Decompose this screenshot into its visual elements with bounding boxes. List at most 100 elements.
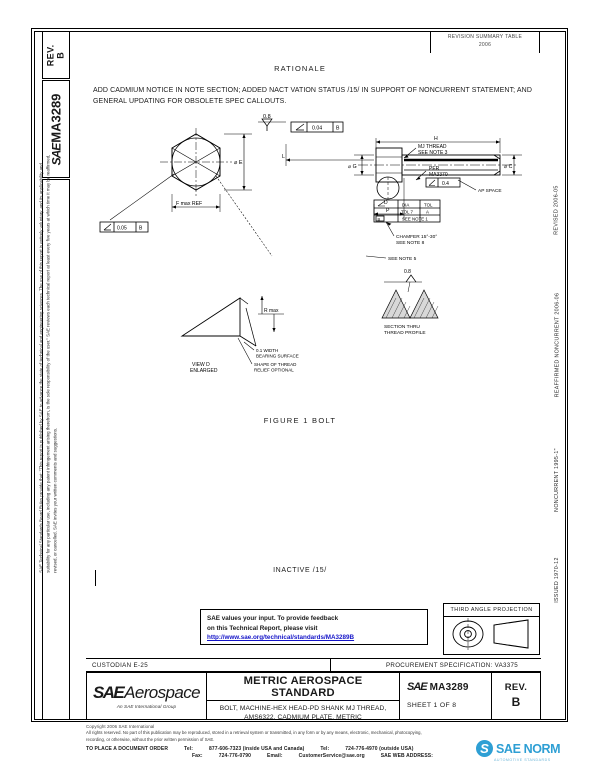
svg-text:ENLARGED: ENLARGED xyxy=(190,368,218,374)
revision-value: B xyxy=(511,695,521,709)
revision-history-label: ISSUED 1970-12 xyxy=(554,557,561,603)
svg-text:D: D xyxy=(384,200,388,206)
tel-usa-label: Tel: xyxy=(184,745,193,752)
web-label: SAE WEB ADDRESS: xyxy=(380,752,433,759)
standard-type: METRIC AEROSPACE STANDARD xyxy=(207,675,399,701)
svg-text:SEE NOTE 8: SEE NOTE 8 xyxy=(396,240,425,246)
feedback-box: SAE values your input. To provide feedba… xyxy=(200,609,428,645)
feedback-link[interactable]: http://www.sae.org/technical/standards/M… xyxy=(207,634,355,642)
procurement-spec: PROCUREMENT SPECIFICATION: VA3375 xyxy=(386,662,518,669)
svg-text:SEE NOTE 1: SEE NOTE 1 xyxy=(402,217,428,222)
change-bar xyxy=(95,570,97,586)
svg-text:0.1 WIDTH: 0.1 WIDTH xyxy=(256,348,278,353)
svg-text:SECTION THRU: SECTION THRU xyxy=(384,324,420,330)
feedback-line1: SAE values your input. To provide feedba… xyxy=(207,615,339,622)
sheet-number: SHEET 1 OF 8 xyxy=(407,702,457,709)
svg-text:L: L xyxy=(282,154,285,160)
rationale-heading: RATIONALE xyxy=(274,64,326,73)
bolt-engineering-drawing: 0.8 0.04 B xyxy=(86,108,526,428)
tel-usa-value: 877-606-7323 (inside USA and Canada) xyxy=(208,745,305,752)
spine-revision-box: REV.B xyxy=(42,31,70,79)
document-title-line1: BOLT, MACHINE-HEX HEAD-PD SHANK MJ THREA… xyxy=(219,704,387,712)
revision-history-item: ISSUED 1970-12 xyxy=(548,540,566,620)
revision-history-label: REVISED 2006-05 xyxy=(554,185,561,235)
svg-text:0.05: 0.05 xyxy=(117,226,127,232)
rights-line-2: recording, or otherwise, without the pri… xyxy=(86,737,215,743)
svg-text:0.04: 0.04 xyxy=(312,126,322,132)
inactive-status: INACTIVE /15/ xyxy=(273,567,327,574)
svg-text:B: B xyxy=(139,226,143,232)
email-value: CustomerService@sae.org xyxy=(298,752,365,759)
spine-revision-text: REV.B xyxy=(45,44,66,66)
custodian-strip: CUSTODIAN E-25 PROCUREMENT SPECIFICATION… xyxy=(86,658,541,672)
aerospace-logo-text: Aerospace xyxy=(124,682,201,702)
document-number: MA3289 xyxy=(429,682,469,693)
svg-text:0.8: 0.8 xyxy=(263,114,271,120)
svg-text:SEE NOTE 3: SEE NOTE 3 xyxy=(418,150,448,156)
document-title-line2: AMS6322, CADMIUM PLATE, METRIC xyxy=(244,714,362,722)
revision-history-label: REAFFIRMED NONCURRENT 2006-06 xyxy=(554,292,561,398)
title-block-logo: SAE Aerospace An SAE International Group xyxy=(87,673,207,719)
email-label: Email: xyxy=(267,752,283,759)
copyright-line: Copyright 2006 SAE International xyxy=(86,724,155,729)
sae-logo-text: SAE xyxy=(92,682,125,702)
watermark-subtitle: AUTOMOTIVE STANDARDS xyxy=(494,758,551,762)
custodian-label: CUSTODIAN E-25 xyxy=(92,662,149,669)
svg-text:TOL 7: TOL 7 xyxy=(401,210,414,215)
svg-text:0.4: 0.4 xyxy=(442,181,449,187)
svg-text:SEE NOTE 5: SEE NOTE 5 xyxy=(388,256,417,262)
svg-text:R max: R max xyxy=(264,308,279,314)
rights-line-1: All rights reserved. No part of this pub… xyxy=(86,730,422,735)
svg-text:PER: PER xyxy=(429,166,440,172)
third-angle-projection-box: THIRD ANGLE PROJECTION xyxy=(443,603,540,655)
svg-text:THREAD PROFILE: THREAD PROFILE xyxy=(384,330,426,336)
svg-text:A: A xyxy=(426,210,429,215)
svg-text:AP SPACE: AP SPACE xyxy=(478,188,502,194)
spine-document-number: MA3289 xyxy=(48,93,64,143)
svg-text:⌀ C: ⌀ C xyxy=(504,164,513,170)
revision-history-label: NONCURRENT 1995-1" xyxy=(554,448,560,512)
svg-text:MA3370: MA3370 xyxy=(429,172,448,178)
order-label: TO PLACE A DOCUMENT ORDER xyxy=(86,745,169,752)
revision-history-item: NONCURRENT 1995-1" xyxy=(548,420,566,540)
svg-text:B: B xyxy=(378,217,381,222)
svg-text:SHAPE OF THREAD: SHAPE OF THREAD xyxy=(254,362,297,367)
title-block-title: METRIC AEROSPACE STANDARD BOLT, MACHINE-… xyxy=(207,673,400,721)
feedback-line2: on this Technical Report, please visit xyxy=(207,624,318,632)
copyright-footer: Copyright 2006 SAE International All rig… xyxy=(86,724,556,759)
page-border-outer xyxy=(31,28,568,722)
svg-text:B: B xyxy=(336,126,340,132)
title-block: SAE Aerospace An SAE International Group… xyxy=(86,672,541,721)
title-block-document-number: SAE MA3289 SHEET 1 OF 8 xyxy=(400,673,492,719)
svg-text:0.8: 0.8 xyxy=(404,269,411,275)
spine-lower-box xyxy=(42,179,70,720)
fax-label: Fax: xyxy=(192,752,203,759)
logo-tagline: An SAE International Group xyxy=(116,704,177,710)
svg-text:P: P xyxy=(386,208,390,214)
sae-norm-watermark: S SAE NORM xyxy=(476,740,561,757)
svg-text:CHAMFER 15°-30°: CHAMFER 15°-30° xyxy=(396,234,437,240)
rationale-body: ADD CADMIUM NOTICE IN NOTE SECTION; ADDE… xyxy=(93,87,532,105)
svg-text:H: H xyxy=(434,136,438,142)
title-block-revision: REV. B xyxy=(492,673,540,719)
tel-out-label: Tel: xyxy=(320,745,330,752)
svg-text:BEARING SURFACE: BEARING SURFACE xyxy=(256,354,299,359)
svg-text:TOL: TOL xyxy=(424,203,433,208)
revision-history-item: REAFFIRMED NONCURRENT 2006-06 xyxy=(548,270,566,420)
svg-text:F max REF: F max REF xyxy=(176,201,202,207)
tel-out-value: 724-776-4970 (outside USA) xyxy=(345,745,414,752)
svg-text:RELIEF OPTIONAL: RELIEF OPTIONAL xyxy=(254,368,294,373)
svg-text:⌀ E: ⌀ E xyxy=(234,160,243,166)
custodian-divider xyxy=(330,659,331,672)
third-angle-projection-label: THIRD ANGLE PROJECTION xyxy=(444,604,539,617)
svg-text:⌀ G: ⌀ G xyxy=(348,164,357,170)
revision-history-column: REVISED 2006-05 REAFFIRMED NONCURRENT 20… xyxy=(548,150,566,620)
revision-history-item: REVISED 2006-05 xyxy=(548,150,566,270)
svg-text:VIEW D: VIEW D xyxy=(192,362,210,368)
figure-caption: FIGURE 1 BOLT xyxy=(263,416,337,425)
legal-disclaimer: SAE Technical Standards Board Rules prov… xyxy=(38,154,58,573)
svg-text:MJ THREAD: MJ THREAD xyxy=(418,144,447,150)
